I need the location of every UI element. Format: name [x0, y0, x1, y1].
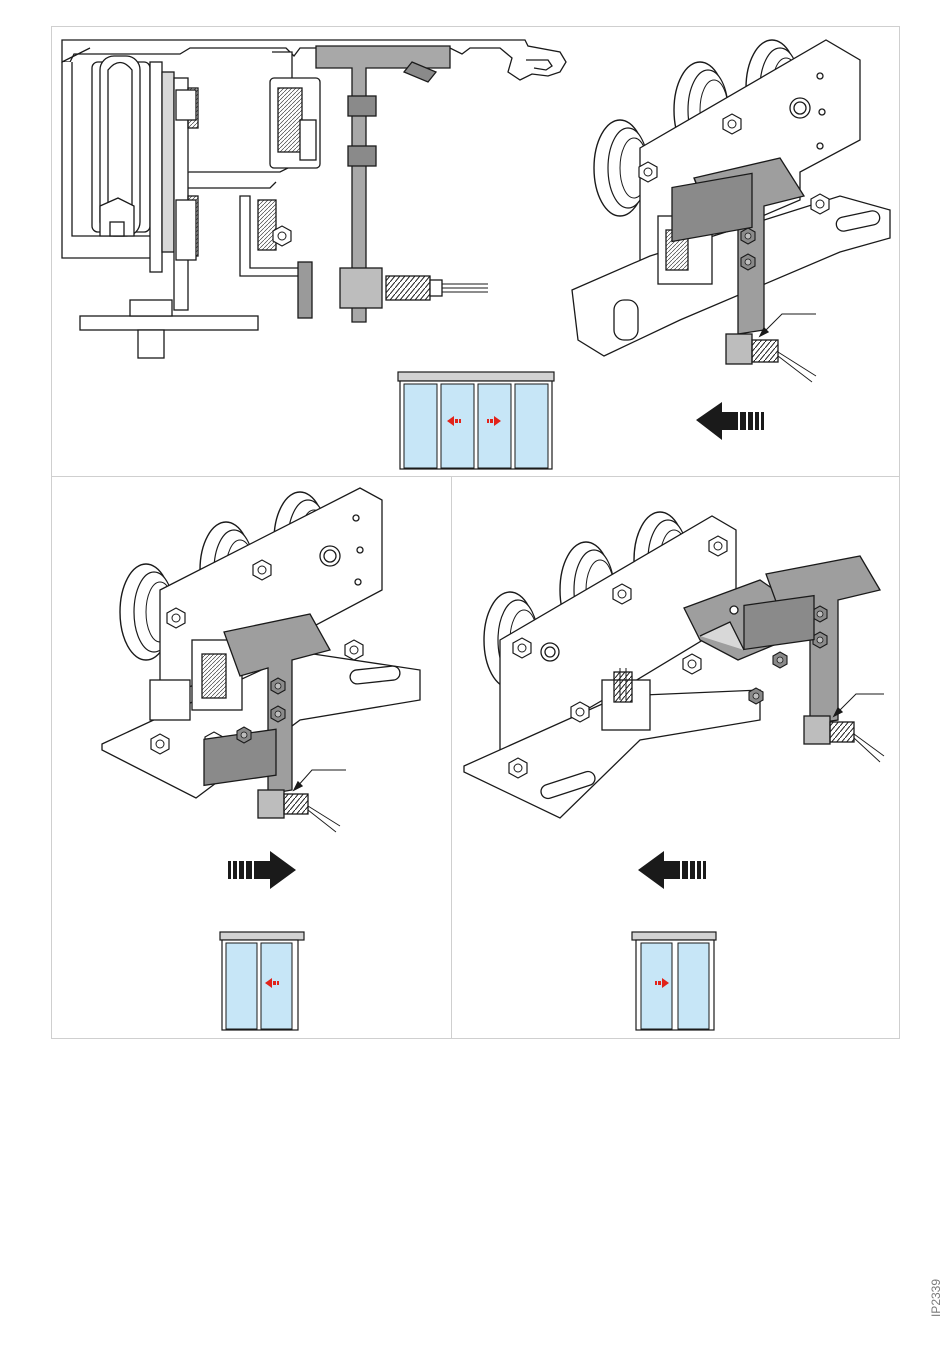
- arrow-left-icon: [696, 402, 764, 440]
- arrow-left-icon: [638, 851, 706, 889]
- rail-cross-section: [62, 40, 566, 358]
- document-code: IP2339: [923, 1262, 949, 1334]
- door-4-leaf: [398, 372, 554, 469]
- carriage-assembly-bottom-left: [102, 488, 420, 832]
- door-2-leaf-left: [220, 932, 304, 1030]
- document-code-text: IP2339: [929, 1279, 943, 1317]
- door-2-leaf-right: [632, 932, 716, 1030]
- arrow-right-icon: [228, 851, 296, 889]
- carriage-assembly-bottom-right: [464, 512, 884, 818]
- carriage-assembly-top: [572, 40, 890, 382]
